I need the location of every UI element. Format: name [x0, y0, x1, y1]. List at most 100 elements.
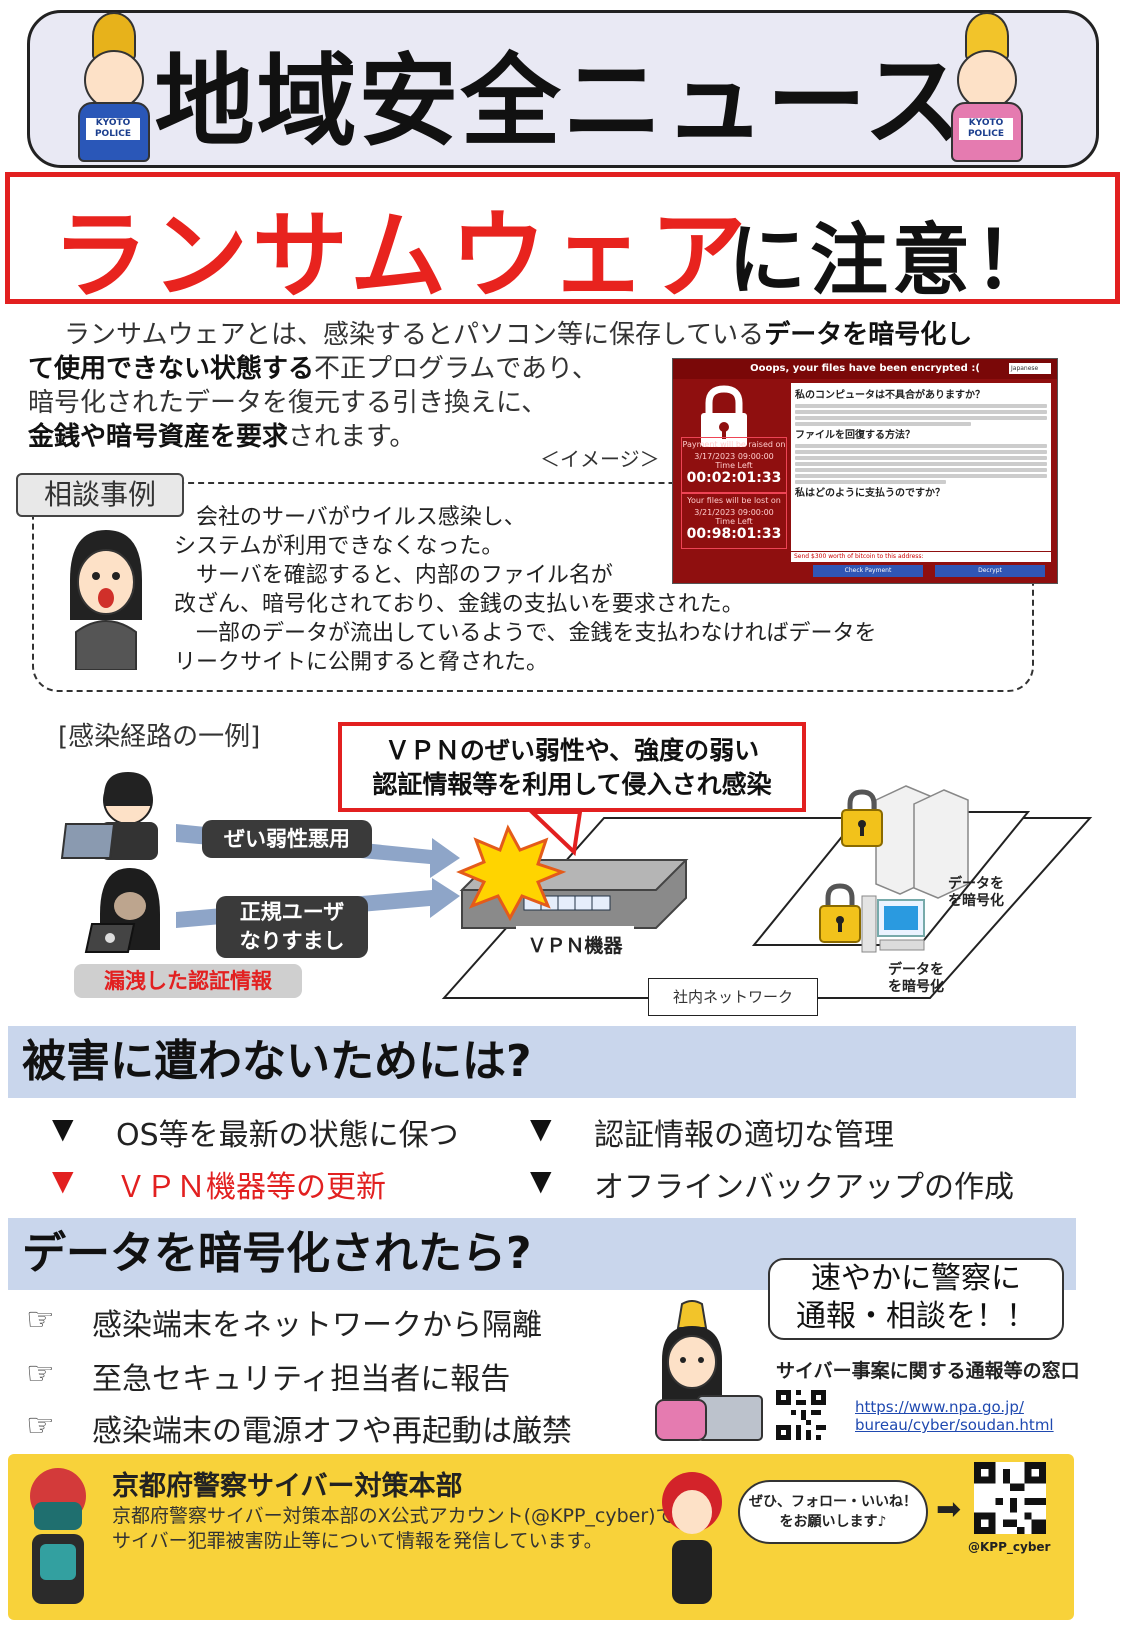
- infection-callout: ＶＰＮのぜい弱性や、強度の弱い 認証情報等を利用して侵入され感染: [338, 722, 806, 812]
- case-box: [32, 482, 1034, 692]
- footer-title: 京都府警察サイバー対策本部: [112, 1471, 463, 1502]
- cyber-mascot-girl-icon: [652, 1462, 732, 1612]
- intro-text: されます。: [288, 422, 416, 452]
- banner-keyword: ランサムウェア: [52, 200, 751, 312]
- header-panel: [27, 10, 1099, 168]
- cyber-mascot-icon: [18, 1462, 98, 1612]
- prevention-heading: 被害に遭わないためには?: [8, 1026, 1076, 1098]
- case-description: 会社のサーバがウイルス感染し、 システムが利用できなくなった。 サーバを確認する…: [174, 505, 877, 675]
- timer-label: Payment will be raised on: [682, 440, 786, 449]
- x-account-qr-code[interactable]: [974, 1462, 1046, 1534]
- response-heading: データを暗号化されたら?: [8, 1218, 1076, 1290]
- user-spoofing-label: 正規ユーザ なりすまし: [216, 896, 368, 958]
- callout-pointer: [527, 810, 583, 857]
- intro-emphasis: 金銭や暗号資産を要求: [28, 422, 289, 452]
- ransom-question: ファイルを回復する方法？: [795, 430, 915, 441]
- breach-burst-icon: [456, 824, 567, 922]
- timer-date: 3/17/2023 09:00:00: [694, 452, 774, 461]
- report-qr-code[interactable]: [776, 1390, 826, 1440]
- police-mascot-male: KYOTO POLICE: [62, 12, 162, 162]
- desktop-pc-icon: [861, 895, 925, 953]
- bubble-line: ぜひ、フォロー・いいね！: [749, 1494, 917, 1510]
- padlock-icon: [841, 789, 883, 847]
- leaked-credentials-label: 漏洩した認証情報: [74, 964, 302, 998]
- link-line: https://www.npa.go.jp/: [855, 1398, 1024, 1416]
- pill-line: なりすまし: [239, 929, 345, 953]
- link-line: bureau/cyber/soudan.html: [855, 1416, 1054, 1434]
- mascot-badge: KYOTO POLICE: [959, 118, 1013, 140]
- header-title: 地域安全ニュース: [154, 43, 966, 160]
- ransom-timer-2: Your files will be lost on 3/21/2023 09:…: [681, 493, 787, 549]
- mascot-badge: KYOTO POLICE: [86, 118, 140, 140]
- case-tab: 相談事例: [16, 473, 184, 517]
- callout-line: 認証情報等を利用して侵入され感染: [372, 770, 772, 799]
- ransom-question: 私はどのように支払うのですか？: [795, 488, 945, 499]
- timer-date: 3/21/2023 09:00:00: [694, 508, 774, 517]
- padlock-icon: [819, 883, 861, 943]
- intro-line-4: 金銭や暗号資産を要求されます。: [28, 420, 415, 454]
- ransom-title: Ooops, your files have been encrypted :(: [673, 359, 1057, 379]
- ransom-question: 私のコンピュータは不具合がありますか？: [795, 390, 985, 401]
- pointing-hand-icon: ☞: [26, 1354, 55, 1392]
- image-caption: ＜イメージ＞: [540, 447, 660, 471]
- bullet-triangle: ▼: [52, 1164, 74, 1197]
- bubble-line: 通報・相談を！！: [796, 1299, 1036, 1334]
- route-section-label: [感染経路の一例]: [58, 722, 261, 752]
- bullet-triangle: ▼: [52, 1112, 74, 1145]
- label-line: を暗号化: [888, 979, 944, 995]
- padlock-icon: [695, 385, 753, 449]
- internal-network-label: 社内ネットワーク: [648, 978, 818, 1016]
- ransom-text-panel: 私のコンピュータは不具合がありますか？ ファイルを回復する方法？ 私はどのように…: [791, 383, 1051, 551]
- report-link[interactable]: https://www.npa.go.jp/ bureau/cyber/soud…: [855, 1398, 1054, 1434]
- prevention-tip: オフラインバックアップの作成: [594, 1170, 1014, 1205]
- timer-left-label: Time Left: [715, 461, 753, 470]
- label-line: データを: [948, 876, 1004, 892]
- bubble-line: をお願いします♪: [779, 1514, 887, 1530]
- prevention-tip: OS等を最新の状態に保つ: [116, 1118, 459, 1153]
- worried-woman-illustration: [60, 520, 152, 671]
- encrypted-data-label: データを を暗号化: [948, 876, 1004, 910]
- police-mascot-laptop: [636, 1300, 766, 1446]
- server-rack-icon: [875, 785, 969, 899]
- timer-left-label: Time Left: [715, 517, 753, 526]
- police-mascot-female: KYOTO POLICE: [935, 12, 1035, 162]
- warning-banner: [5, 172, 1120, 304]
- bullet-triangle: ▼: [530, 1112, 552, 1145]
- label-line: を暗号化: [948, 893, 1004, 909]
- intro-line-3: 暗号化されたデータを復元する引き換えに、: [28, 388, 548, 418]
- pointing-hand-icon: ☞: [26, 1300, 55, 1338]
- timer-value: 00:98:01:33: [686, 526, 782, 542]
- timer-value: 00:02:01:33: [686, 470, 782, 486]
- response-action: 感染端末をネットワークから隔離: [92, 1308, 542, 1343]
- ransomware-screen-image: Ooops, your files have been encrypted :(…: [672, 358, 1058, 584]
- vulnerability-exploit-label: ぜい弱性悪用: [202, 820, 372, 858]
- vpn-device-label: ＶＰＮ機器: [516, 926, 634, 966]
- ransom-timer-1: Payment will be raised on 3/17/2023 09:0…: [681, 437, 787, 493]
- speech-bubble: 速やかに警察に 通報・相談を！！: [768, 1258, 1064, 1340]
- encrypted-data-label: データを を暗号化: [888, 962, 944, 996]
- label-line: データを: [888, 962, 944, 978]
- pill-line: 正規ユーザ: [239, 900, 345, 924]
- intro-text: 不正プログラムであり、: [314, 354, 598, 384]
- intro-line-1: ランサムウェアとは、感染するとパソコン等に保存しているデータを暗号化し: [28, 318, 972, 352]
- intro-line-2: て使用できない状態する不正プログラムであり、: [28, 352, 598, 386]
- hacker-masked-icon: [60, 772, 158, 860]
- check-payment-button: Check Payment: [813, 565, 923, 577]
- language-select: Japanese: [1009, 363, 1051, 374]
- x-account-handle: @KPP_cyber: [968, 1540, 1051, 1554]
- report-window-title: サイバー事案に関する通報等の窓口: [776, 1360, 1080, 1382]
- ransom-send-field: Send $300 worth of bitcoin to this addre…: [791, 552, 1051, 562]
- response-action: 至急セキュリティ担当者に報告: [92, 1362, 511, 1397]
- timer-label: Your files will be lost on: [687, 496, 781, 505]
- decrypt-button: Decrypt: [935, 565, 1045, 577]
- prevention-tip: ＶＰＮ機器等の更新: [116, 1170, 386, 1205]
- bullet-triangle: ▼: [530, 1164, 552, 1197]
- response-action: 感染端末の電源オフや再起動は厳禁: [92, 1414, 572, 1449]
- pointing-hand-icon: ☞: [26, 1406, 55, 1444]
- follow-bubble: ぜひ、フォロー・いいね！ をお願いします♪: [738, 1480, 928, 1544]
- footer-description: 京都府警察サイバー対策本部のX公式アカウント(@KPP_cyber)では、 サイ…: [112, 1505, 713, 1552]
- hacker-hooded-icon: [84, 868, 160, 953]
- intro-emphasis: データを暗号化し: [764, 320, 973, 350]
- callout-line: ＶＰＮのぜい弱性や、強度の弱い: [384, 736, 760, 765]
- intro-text: ランサムウェアとは、感染するとパソコン等に保存している: [64, 320, 765, 350]
